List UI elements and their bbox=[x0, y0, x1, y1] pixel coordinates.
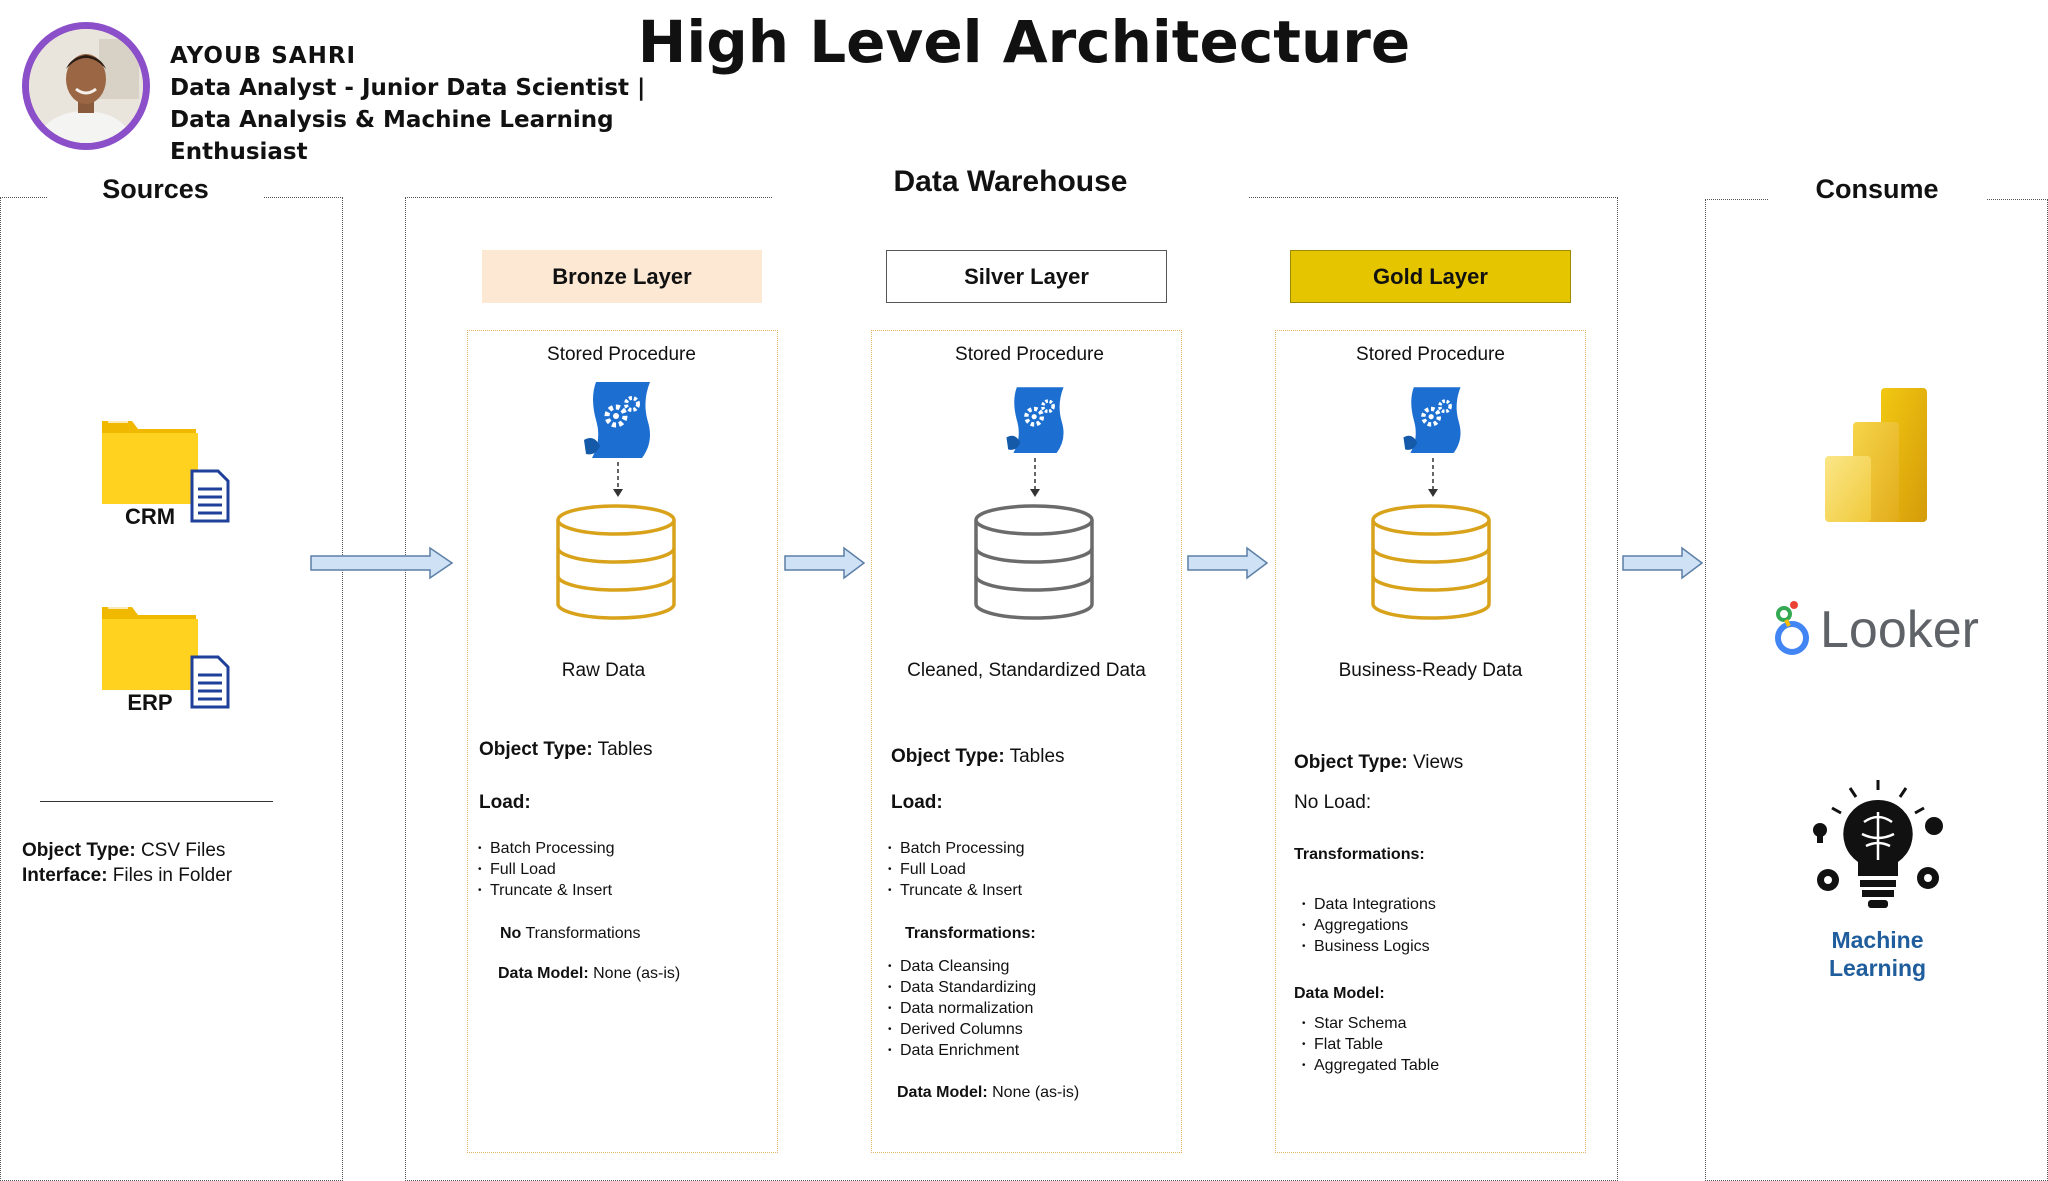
erp-label: ERP bbox=[127, 690, 173, 715]
power-bi-icon bbox=[1825, 388, 1930, 529]
list-item: Aggregated Table bbox=[1302, 1055, 1439, 1076]
bronze-layer-box bbox=[467, 330, 778, 1153]
silver-load-label: Load: bbox=[891, 792, 943, 813]
list-item: Data Standardizing bbox=[888, 977, 1036, 998]
consume-title: Consume bbox=[1768, 167, 1986, 211]
avatar bbox=[22, 22, 150, 150]
database-icon bbox=[554, 502, 678, 627]
bronze-data-model: Data Model: None (as-is) bbox=[498, 965, 681, 982]
list-item: Flat Table bbox=[1302, 1034, 1439, 1055]
machine-learning-label: Machine Learning bbox=[1828, 927, 1927, 981]
author-name: AYOUB SAHRI bbox=[170, 43, 357, 69]
sources-divider bbox=[40, 801, 273, 802]
sources-object-type: Object Type: CSV Files bbox=[22, 840, 226, 861]
folder-document-icon bbox=[100, 604, 240, 715]
gold-transformations-label: Transformations: bbox=[1294, 846, 1425, 863]
author-block: AYOUB SAHRI Data Analyst - Junior Data S… bbox=[170, 40, 710, 168]
crm-source bbox=[100, 415, 240, 535]
gold-transform-list: Data Integrations Aggregations Business … bbox=[1302, 894, 1436, 957]
list-item: Truncate & Insert bbox=[888, 880, 1025, 901]
page-title: High Level Architecture bbox=[637, 8, 1411, 76]
looker-icon bbox=[1770, 600, 1816, 663]
list-item: Truncate & Insert bbox=[478, 880, 615, 901]
silver-load-list: Batch Processing Full Load Truncate & In… bbox=[888, 838, 1025, 901]
bronze-transformations: No Transformations bbox=[500, 925, 641, 942]
erp-source bbox=[100, 601, 240, 721]
list-item: Data Enrichment bbox=[888, 1040, 1036, 1061]
list-item: Aggregations bbox=[1302, 915, 1436, 936]
list-item: Batch Processing bbox=[478, 838, 615, 859]
sources-title: Sources bbox=[48, 167, 263, 211]
silver-data-model: Data Model: None (as-is) bbox=[897, 1084, 1080, 1101]
list-item: Full Load bbox=[478, 859, 615, 880]
sources-interface: Interface: Files in Folder bbox=[22, 865, 233, 886]
gold-load-label: No Load: bbox=[1294, 792, 1372, 813]
list-item: Data Integrations bbox=[1302, 894, 1436, 915]
bronze-data-label: Raw Data bbox=[561, 660, 646, 681]
bronze-procedure-label: Stored Procedure bbox=[547, 344, 696, 365]
database-icon bbox=[1369, 502, 1493, 627]
crm-label: CRM bbox=[124, 504, 176, 529]
stored-procedure-icon bbox=[1003, 385, 1067, 462]
list-item: Batch Processing bbox=[888, 838, 1025, 859]
author-role: Data Analyst - Junior Data Scientist | D… bbox=[170, 75, 646, 165]
gold-procedure-label: Stored Procedure bbox=[1356, 344, 1505, 365]
gold-data-label: Business-Ready Data bbox=[1338, 660, 1523, 681]
machine-learning-bulb-icon bbox=[1806, 778, 1950, 919]
silver-object-type: Object Type: Tables bbox=[891, 746, 1065, 767]
flow-arrow bbox=[1622, 546, 1704, 580]
list-item: Data Cleansing bbox=[888, 956, 1036, 977]
silver-transformations-label: Transformations: bbox=[905, 925, 1036, 942]
bronze-layer-header: Bronze Layer bbox=[482, 250, 762, 303]
bronze-load-label: Load: bbox=[479, 792, 531, 813]
gold-model-list: Star Schema Flat Table Aggregated Table bbox=[1302, 1013, 1439, 1076]
bronze-load-list: Batch Processing Full Load Truncate & In… bbox=[478, 838, 615, 901]
dashed-arrow bbox=[612, 462, 624, 503]
stored-procedure-icon bbox=[1400, 385, 1464, 462]
silver-layer-header: Silver Layer bbox=[886, 250, 1167, 303]
silver-data-label: Cleaned, Standardized Data bbox=[907, 660, 1146, 681]
consume-panel bbox=[1705, 199, 2048, 1181]
gold-data-model-label: Data Model: bbox=[1294, 985, 1385, 1002]
dashed-arrow bbox=[1029, 458, 1041, 503]
warehouse-title: Data Warehouse bbox=[773, 157, 1248, 207]
silver-transform-list: Data Cleansing Data Standardizing Data n… bbox=[888, 956, 1036, 1061]
dashed-arrow bbox=[1427, 458, 1439, 503]
flow-arrow bbox=[310, 546, 454, 580]
looker-label: Looker bbox=[1820, 601, 1979, 659]
flow-arrow bbox=[784, 546, 866, 580]
list-item: Derived Columns bbox=[888, 1019, 1036, 1040]
bronze-object-type: Object Type: Tables bbox=[479, 739, 653, 760]
folder-document-icon bbox=[100, 418, 240, 529]
list-item: Full Load bbox=[888, 859, 1025, 880]
silver-layer-box bbox=[871, 330, 1182, 1153]
gold-layer-header: Gold Layer bbox=[1290, 250, 1571, 303]
gold-layer-box bbox=[1275, 330, 1586, 1153]
list-item: Star Schema bbox=[1302, 1013, 1439, 1034]
gold-object-type: Object Type: Views bbox=[1294, 752, 1464, 773]
list-item: Data normalization bbox=[888, 998, 1036, 1019]
stored-procedure-icon bbox=[580, 380, 654, 467]
flow-arrow bbox=[1187, 546, 1269, 580]
silver-procedure-label: Stored Procedure bbox=[955, 344, 1104, 365]
list-item: Business Logics bbox=[1302, 936, 1436, 957]
database-icon bbox=[972, 502, 1096, 627]
